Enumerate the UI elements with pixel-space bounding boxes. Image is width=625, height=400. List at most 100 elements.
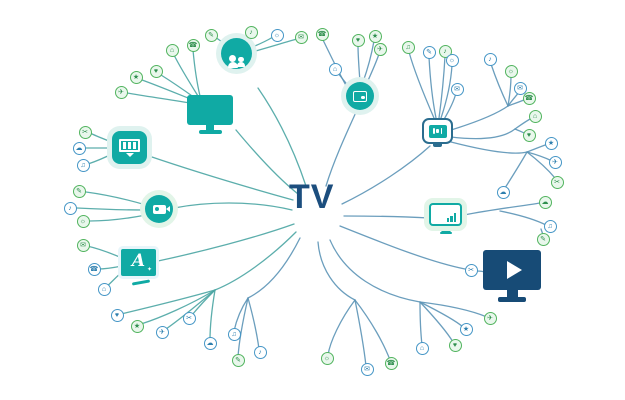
- branch-line: [87, 152, 115, 165]
- mini-node-icon: ★: [368, 29, 382, 43]
- branch-line: [251, 38, 298, 53]
- branch-line: [428, 56, 437, 119]
- mini-node-icon: ☼: [504, 64, 518, 78]
- branch-line: [235, 129, 299, 195]
- mini-node-icon: ♥: [149, 64, 163, 78]
- player-screen: [483, 250, 541, 290]
- camera-body: [152, 204, 170, 214]
- branch-line: [126, 92, 191, 104]
- branch-line: [450, 128, 516, 140]
- chat-monitor-stand: [433, 144, 442, 147]
- striped-screen: [119, 138, 140, 152]
- mini-node-icon: ☎: [384, 356, 398, 370]
- branch-line: [357, 44, 361, 83]
- mini-node-icon: ☎: [186, 38, 200, 52]
- branch-line: [192, 49, 201, 97]
- branch-line: [337, 72, 351, 89]
- mini-node-icon: ✈: [548, 155, 562, 169]
- player-stand-base: [498, 297, 526, 302]
- branch-line: [233, 297, 249, 332]
- stats-screen: [429, 203, 462, 226]
- mini-node-icon: ♪: [253, 345, 267, 359]
- play-icon: [507, 261, 522, 279]
- big-tv-icon: [187, 95, 233, 134]
- mini-node-icon: ✈: [373, 42, 387, 56]
- screen-glyph: [353, 90, 367, 102]
- mini-node-icon: ⌂: [97, 282, 111, 296]
- mini-node-icon: ♥: [448, 338, 462, 352]
- mini-node-icon: ☼: [76, 214, 90, 228]
- audience-icon: [221, 38, 252, 69]
- person-silhouette: [227, 55, 238, 68]
- mini-node-icon: ✎: [422, 45, 436, 59]
- branding-board: A ✦: [121, 249, 156, 276]
- mini-node-icon: ★: [459, 322, 473, 336]
- branch-line: [97, 265, 123, 270]
- mini-node-icon: ✉: [76, 238, 90, 252]
- branch-line: [237, 297, 249, 358]
- branch-line: [362, 40, 375, 83]
- branch-line: [354, 299, 367, 367]
- mini-node-icon: ★: [130, 319, 144, 333]
- branch-line: [419, 301, 454, 343]
- branch-line: [257, 87, 307, 187]
- branch-line: [173, 202, 293, 211]
- mini-node-icon: ♫: [543, 219, 557, 233]
- person-silhouette: [237, 56, 245, 66]
- branding-board-icon: A ✦: [121, 249, 156, 286]
- chat-monitor-frame: [422, 118, 453, 144]
- branch-line: [86, 245, 123, 259]
- mini-node-icon: ♥: [110, 308, 124, 322]
- branch-line: [450, 105, 509, 131]
- branch-line: [157, 223, 295, 262]
- branch-line: [140, 289, 216, 325]
- branch-line: [247, 297, 260, 350]
- mini-node-icon: ☎: [315, 27, 329, 41]
- branch-line: [329, 239, 421, 303]
- branch-line: [419, 301, 464, 328]
- mini-node-icon: ☼: [445, 53, 459, 67]
- branch-line: [526, 151, 553, 162]
- branch-line: [327, 299, 356, 356]
- branch-line: [173, 54, 199, 97]
- mini-node-icon: ♥: [351, 33, 365, 47]
- branch-line: [343, 215, 430, 219]
- mini-node-icon: ♫: [401, 40, 415, 54]
- tv-stand-base: [198, 130, 222, 134]
- video-camera-icon: [145, 195, 173, 223]
- branch-line: [450, 141, 528, 154]
- mini-node-icon: ✉: [450, 82, 464, 96]
- star-icon: ✦: [146, 267, 152, 273]
- screen-circle-icon: [346, 82, 374, 110]
- mini-node-icon: ☎: [87, 262, 101, 276]
- mini-node-icon: ✉: [294, 30, 308, 44]
- mini-node-icon: ✈: [114, 85, 128, 99]
- chat-monitor-screen: [428, 124, 447, 138]
- branch-line: [354, 299, 391, 361]
- branch-line: [365, 53, 380, 86]
- branch-line: [209, 289, 216, 341]
- branch-line: [419, 301, 423, 346]
- mini-node-icon: ♫: [227, 327, 241, 341]
- branch-line: [148, 155, 294, 201]
- mini-node-icon: ✂: [182, 311, 196, 325]
- mini-node-icon: ✎: [72, 184, 86, 198]
- tv-screen: [187, 95, 233, 125]
- mini-node-icon: ✎: [204, 28, 218, 42]
- stats-stand-base: [439, 232, 452, 234]
- video-player-tv-icon: [483, 250, 541, 302]
- branch-line: [76, 207, 147, 211]
- mini-node-icon: ✈: [483, 311, 497, 325]
- mini-node-icon: ✎: [231, 353, 245, 367]
- branch-line: [438, 55, 446, 119]
- player-stand-neck: [506, 290, 518, 297]
- mini-node-icon: ☁: [72, 141, 86, 155]
- tv-stand-neck: [206, 125, 214, 130]
- branch-line: [317, 241, 356, 301]
- letter-a-glyph: A: [131, 251, 146, 271]
- branch-line: [89, 214, 147, 222]
- branch-line: [499, 210, 547, 226]
- branch-line: [463, 202, 541, 216]
- branch-line: [419, 301, 488, 318]
